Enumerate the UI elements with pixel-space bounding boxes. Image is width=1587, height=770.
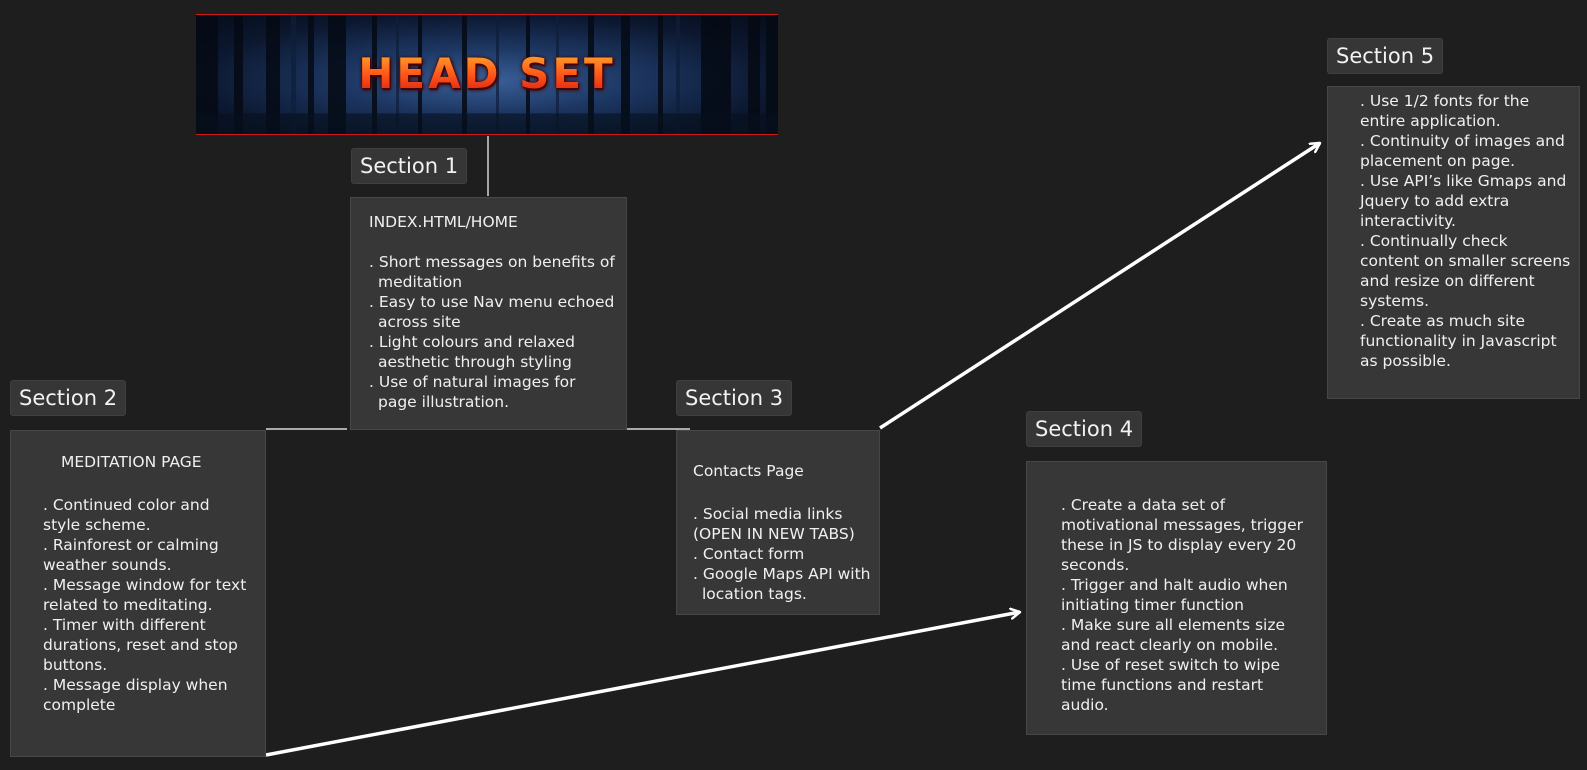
- banner-title: HEAD SET: [196, 49, 778, 98]
- forest-background-image: [196, 15, 778, 134]
- header-banner: HEAD SET: [196, 14, 778, 135]
- section-2-item: . Timer with different durations, reset …: [43, 616, 238, 674]
- section-2-item: . Message display when complete: [43, 676, 228, 714]
- section-1-title: INDEX.HTML/HOME: [369, 213, 518, 231]
- section-2-item: . Rainforest or calming weather sounds.: [43, 536, 219, 574]
- section-5-label: Section 5: [1327, 38, 1444, 74]
- section-5-item: . Continuity of images and placement on …: [1360, 132, 1565, 170]
- section-4-box: . Create a data set of motivational mess…: [1026, 461, 1327, 735]
- section-5-item: . Use API’s like Gmaps and Jquery to add…: [1360, 172, 1567, 230]
- section-4-item: . Create a data set of motivational mess…: [1061, 496, 1303, 574]
- section-2-item: . Message window for text related to med…: [43, 576, 247, 614]
- section-1-box: INDEX.HTML/HOME . Short messages on bene…: [350, 197, 627, 430]
- section-5-item: . Create as much site functionality in J…: [1360, 312, 1557, 370]
- section-3-label: Section 3: [676, 380, 793, 416]
- section-3-item: . Contact form: [693, 545, 805, 563]
- section-1-item: . Short messages on benefits of meditati…: [369, 253, 615, 291]
- section-4-item: . Trigger and halt audio when initiating…: [1061, 576, 1288, 614]
- section-3-title: Contacts Page: [693, 462, 804, 480]
- section-3-item: . Google Maps API with location tags.: [693, 565, 871, 603]
- section-2-box: MEDITATION PAGE . Continued color and st…: [10, 430, 266, 757]
- section-5-item: . Continually check content on smaller s…: [1360, 232, 1571, 310]
- section-5-item: . Use 1/2 fonts for the entire applicati…: [1360, 92, 1530, 130]
- arrow-section3-to-section5: [879, 141, 1320, 430]
- section-3-box: Contacts Page . Social media links (OPEN…: [676, 430, 880, 615]
- section-1-item: . Light colours and relaxed aesthetic th…: [369, 333, 575, 371]
- section-4-label: Section 4: [1026, 411, 1143, 447]
- section-3-item: . Social media links (OPEN IN NEW TABS): [693, 505, 855, 543]
- section-2-item: . Continued color and style scheme.: [43, 496, 210, 534]
- section-4-item: . Use of reset switch to wipe time funct…: [1061, 656, 1281, 714]
- section-1-item: . Use of natural images for page illustr…: [369, 373, 576, 411]
- arrow-section2-to-section4: [265, 612, 1020, 757]
- section-4-item: . Make sure all elements size and react …: [1061, 616, 1286, 654]
- section-5-box: . Use 1/2 fonts for the entire applicati…: [1327, 86, 1580, 399]
- section-2-title: MEDITATION PAGE: [61, 453, 202, 471]
- section-1-item: . Easy to use Nav menu echoed across sit…: [369, 293, 615, 331]
- section-2-label: Section 2: [10, 380, 127, 416]
- section-1-label: Section 1: [351, 148, 468, 184]
